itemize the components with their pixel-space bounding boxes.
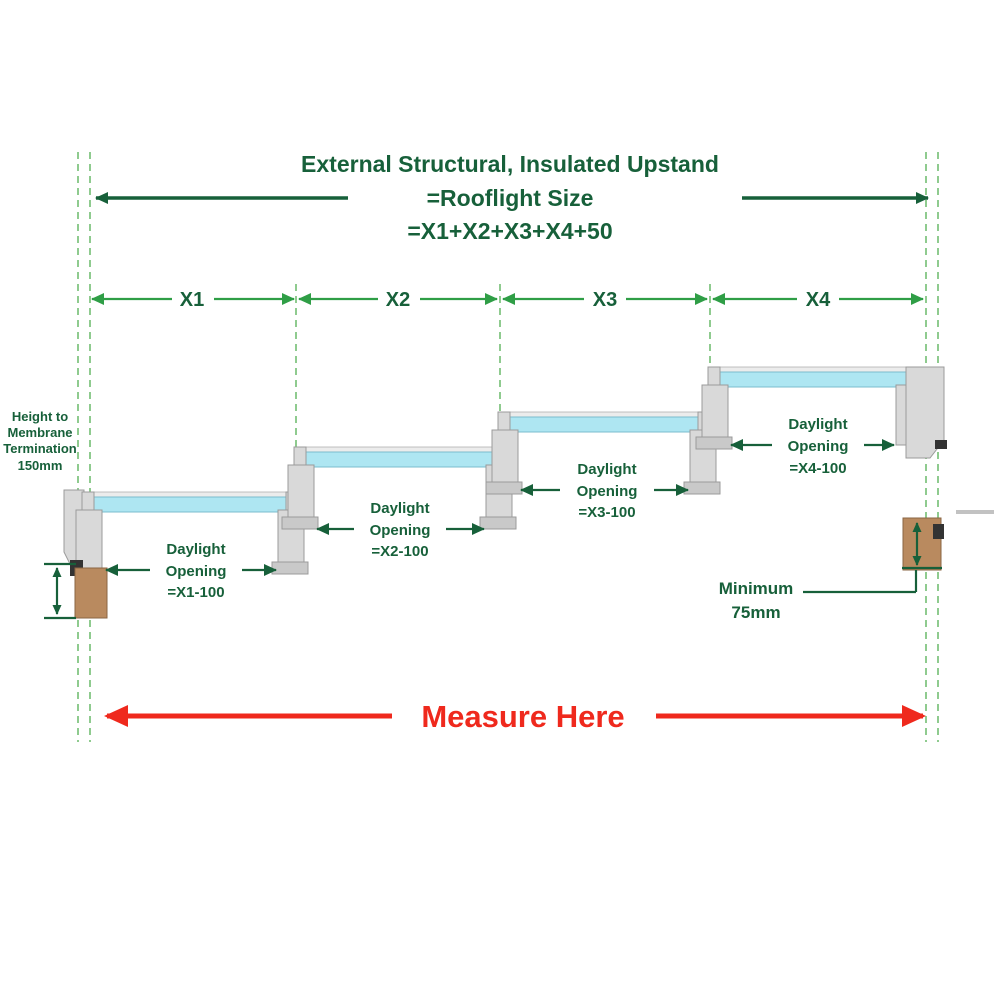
minimum-annotation: Minimum 75mm — [719, 522, 942, 622]
daylight-annotation-4: Daylight Opening =X4-100 — [730, 416, 895, 477]
daylight-annotation-1: Daylight Opening =X1-100 — [105, 541, 277, 601]
glass-panel-2 — [303, 451, 497, 468]
frame-foot-1-right — [271, 561, 309, 575]
x-dimension-row: X1 X2 X3 X4 — [91, 289, 924, 311]
frame-profile-1-left — [75, 509, 103, 569]
rooflight-step-3 — [485, 411, 721, 495]
glass-panel-4 — [717, 371, 907, 388]
frame-foot-2-left — [281, 516, 319, 530]
daylight-4-line-2: Opening — [788, 438, 849, 455]
daylight-4-line-3: =X4-100 — [789, 460, 846, 477]
flashing-tick-right — [935, 440, 947, 449]
daylight-1-line-1: Daylight — [166, 541, 225, 558]
rooflight-step-4 — [695, 366, 947, 571]
title-block: External Structural, Insulated Upstand =… — [301, 151, 719, 244]
height-note-line-2: Membrane — [7, 425, 72, 440]
timber-upstand-left — [74, 567, 108, 619]
height-note-line-3: Termination — [3, 441, 76, 456]
x4-label: X4 — [806, 289, 831, 311]
daylight-annotation-3: Daylight Opening =X3-100 — [520, 461, 689, 521]
frame-profile-3-left — [491, 429, 519, 489]
daylight-2-line-1: Daylight — [370, 500, 429, 517]
frame-foot-4-left — [695, 436, 733, 450]
daylight-1-line-2: Opening — [166, 563, 227, 580]
glazing-cap-3 — [499, 411, 709, 418]
x2-label: X2 — [386, 289, 410, 311]
membrane-clamp-right — [933, 524, 944, 539]
glass-panel-1 — [91, 496, 289, 513]
daylight-2-line-3: =X2-100 — [371, 543, 428, 560]
daylight-4-line-1: Daylight — [788, 416, 847, 433]
height-membrane-annotation: Height to Membrane Termination 150mm — [3, 409, 77, 620]
minimum-note-line-2: 75mm — [731, 603, 780, 622]
x3-label: X3 — [593, 289, 617, 311]
daylight-1-line-3: =X1-100 — [167, 584, 224, 601]
measure-here-label: Measure Here — [421, 699, 624, 734]
glazing-cap-1 — [83, 491, 297, 498]
frame-foot-2-right — [479, 516, 517, 530]
measure-here-annotation: Measure Here — [104, 699, 926, 734]
glazing-cap-2 — [295, 446, 505, 453]
daylight-3-line-2: Opening — [577, 483, 638, 500]
height-note-line-4: 150mm — [18, 458, 63, 473]
title-line-2: =Rooflight Size — [427, 185, 594, 211]
frame-profile-2-left — [287, 464, 315, 524]
daylight-3-line-3: =X3-100 — [578, 504, 635, 521]
rooflight-step-1 — [63, 489, 309, 619]
x1-label: X1 — [180, 289, 204, 311]
glazing-cap-4 — [709, 366, 915, 373]
frame-foot-3-right — [683, 481, 721, 495]
glass-panel-3 — [507, 416, 701, 433]
height-note-line-1: Height to — [12, 409, 68, 424]
daylight-annotation-2: Daylight Opening =X2-100 — [316, 500, 485, 560]
daylight-3-line-1: Daylight — [577, 461, 636, 478]
daylight-2-line-2: Opening — [370, 522, 431, 539]
minimum-note-line-1: Minimum — [719, 579, 794, 598]
frame-foot-3-left — [485, 481, 523, 495]
title-line-3: =X1+X2+X3+X4+50 — [407, 218, 612, 244]
rooflight-step-2 — [281, 446, 517, 530]
title-line-1: External Structural, Insulated Upstand — [301, 151, 719, 177]
frame-profile-4-left — [701, 384, 729, 444]
